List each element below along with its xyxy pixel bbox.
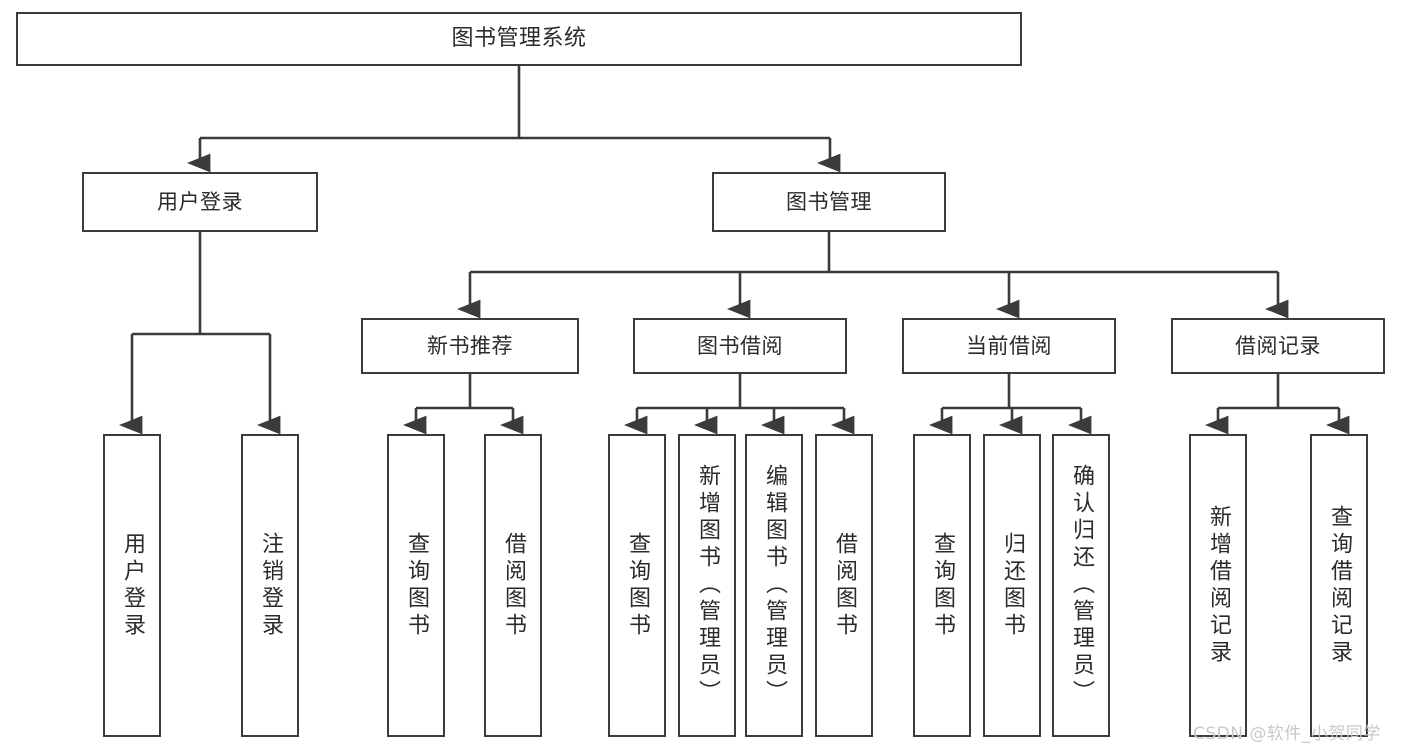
node-leaf-borrow-book-1[interactable]: 借阅图书 <box>484 434 542 737</box>
node-leaf-add-book-label: 新增图书（管理员） <box>695 464 720 707</box>
node-leaf-borrow-book-1-label: 借阅图书 <box>501 531 526 640</box>
node-current-borrow-label: 当前借阅 <box>966 333 1052 358</box>
node-leaf-edit-book[interactable]: 编辑图书（管理员） <box>745 434 803 737</box>
node-root-label: 图书管理系统 <box>451 26 587 52</box>
node-book-manage[interactable]: 图书管理 <box>712 172 946 232</box>
node-leaf-add-record[interactable]: 新增借阅记录 <box>1189 434 1247 737</box>
node-leaf-user-logout-label: 注销登录 <box>258 531 283 640</box>
node-current-borrow[interactable]: 当前借阅 <box>902 318 1116 374</box>
node-book-borrow-label: 图书借阅 <box>697 333 783 358</box>
node-leaf-query-record[interactable]: 查询借阅记录 <box>1310 434 1368 737</box>
node-root[interactable]: 图书管理系统 <box>16 12 1022 66</box>
node-leaf-query-book-2-label: 查询图书 <box>625 531 650 640</box>
node-user-login-label: 用户登录 <box>157 189 243 214</box>
node-new-book-rec-label: 新书推荐 <box>427 333 513 358</box>
node-leaf-user-login-label: 用户登录 <box>120 531 145 640</box>
node-leaf-borrow-book-2[interactable]: 借阅图书 <box>815 434 873 737</box>
node-borrow-record-label: 借阅记录 <box>1235 333 1321 358</box>
node-leaf-borrow-book-2-label: 借阅图书 <box>832 531 857 640</box>
node-book-manage-label: 图书管理 <box>786 189 872 214</box>
node-leaf-confirm-return-label: 确认归还（管理员） <box>1069 464 1094 707</box>
node-leaf-query-book-1-label: 查询图书 <box>404 531 429 640</box>
csdn-watermark: CSDN @软件_小贺同学 <box>1193 724 1381 744</box>
node-new-book-rec[interactable]: 新书推荐 <box>361 318 579 374</box>
node-leaf-query-record-label: 查询借阅记录 <box>1327 504 1352 667</box>
node-leaf-add-book[interactable]: 新增图书（管理员） <box>678 434 736 737</box>
node-leaf-query-book-1[interactable]: 查询图书 <box>387 434 445 737</box>
node-leaf-query-book-3[interactable]: 查询图书 <box>913 434 971 737</box>
node-leaf-return-book[interactable]: 归还图书 <box>983 434 1041 737</box>
node-leaf-confirm-return[interactable]: 确认归还（管理员） <box>1052 434 1110 737</box>
node-book-borrow[interactable]: 图书借阅 <box>633 318 847 374</box>
node-user-login[interactable]: 用户登录 <box>82 172 318 232</box>
node-leaf-edit-book-label: 编辑图书（管理员） <box>762 464 787 707</box>
node-leaf-user-login[interactable]: 用户登录 <box>103 434 161 737</box>
node-leaf-user-logout[interactable]: 注销登录 <box>241 434 299 737</box>
node-leaf-query-book-2[interactable]: 查询图书 <box>608 434 666 737</box>
node-leaf-add-record-label: 新增借阅记录 <box>1206 504 1231 667</box>
node-leaf-return-book-label: 归还图书 <box>1000 531 1025 640</box>
node-leaf-query-book-3-label: 查询图书 <box>930 531 955 640</box>
node-borrow-record[interactable]: 借阅记录 <box>1171 318 1385 374</box>
